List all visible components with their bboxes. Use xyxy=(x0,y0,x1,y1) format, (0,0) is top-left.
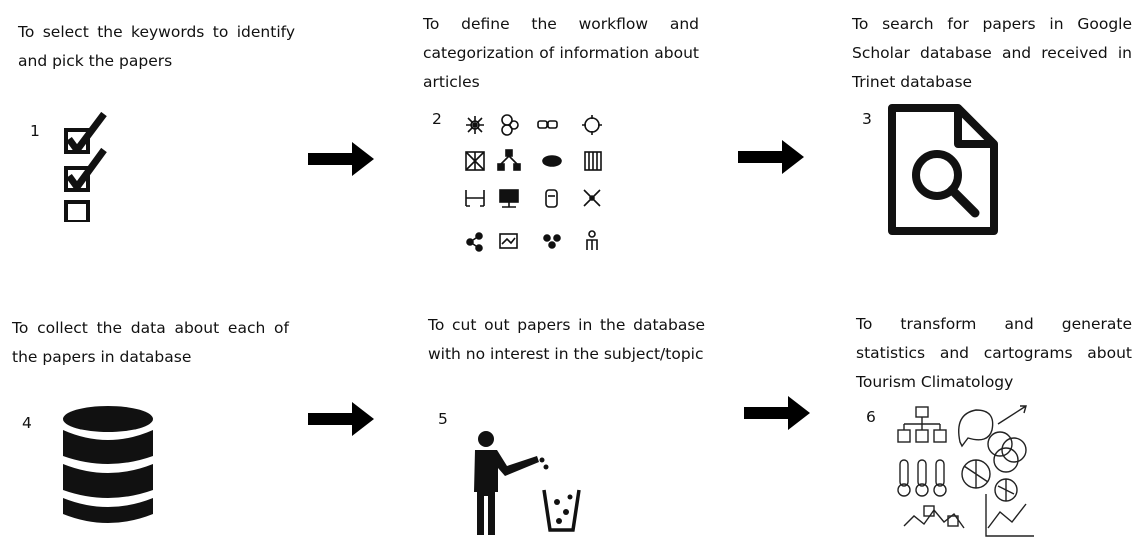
statistics-sketch-icon xyxy=(897,405,1034,537)
step-6-number: 6 xyxy=(866,408,876,426)
arrow-1-to-2 xyxy=(308,142,374,176)
share-icon xyxy=(466,232,483,252)
step-4-number: 4 xyxy=(22,414,32,432)
step-5-number: 5 xyxy=(438,410,448,428)
circles-icon xyxy=(501,114,519,136)
frame-icon xyxy=(465,190,485,207)
group-icon xyxy=(543,234,561,249)
arrow-4-to-5 xyxy=(308,402,374,436)
person-icon xyxy=(586,230,598,250)
icon-grid xyxy=(465,114,602,252)
step-4-description: To collect the data about each of the pa… xyxy=(12,319,289,366)
step-5-description: To cut out papers in the database with n… xyxy=(428,316,705,363)
blob-icon xyxy=(542,155,562,167)
link-icon xyxy=(537,120,558,129)
step-2-number: 2 xyxy=(432,110,442,128)
database-icon xyxy=(63,406,153,523)
arrow-2-to-3 xyxy=(738,140,804,174)
target-icon xyxy=(582,115,602,135)
expand-icon xyxy=(583,189,601,207)
image-icon xyxy=(499,233,518,249)
hierarchy-icon xyxy=(497,149,521,171)
monitor-icon xyxy=(499,189,519,208)
trash-person-icon xyxy=(474,431,581,535)
network-icon xyxy=(465,151,485,171)
step-3-description: To search for papers in Google Scholar d… xyxy=(852,15,1132,91)
step-2-description: To define the workflow and categorizatio… xyxy=(423,15,699,91)
step-1-number: 1 xyxy=(30,122,40,140)
arrow-5-to-6 xyxy=(744,396,810,430)
step-1-description: To select the keywords to identify and p… xyxy=(18,23,295,70)
burst-icon xyxy=(466,116,484,134)
matrix-icon xyxy=(584,151,602,171)
checklist-icon xyxy=(64,112,107,222)
step-6-description: To transform and generate statistics and… xyxy=(856,315,1132,391)
cylinder-icon xyxy=(545,189,558,208)
document-search-icon xyxy=(888,104,998,235)
step-3-number: 3 xyxy=(862,110,872,128)
